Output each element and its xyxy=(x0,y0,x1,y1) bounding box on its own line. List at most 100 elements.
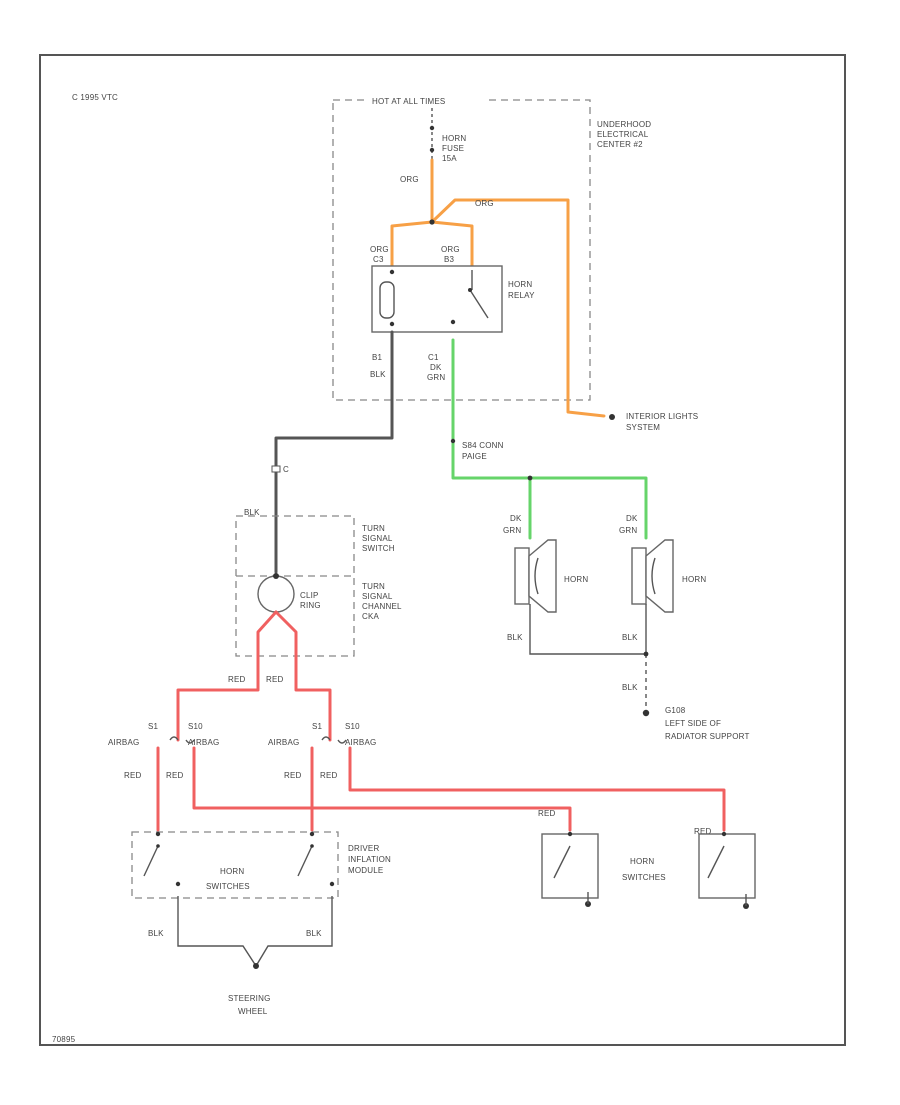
red-lower-2-label: RED xyxy=(166,771,184,780)
horn-switch-b-top-pin xyxy=(721,831,727,837)
horn-1-wire-label: DK GRN xyxy=(503,514,524,535)
diagram-code: 70895 xyxy=(52,1035,76,1044)
underhood-center-box xyxy=(332,99,591,401)
airbag-1-label: S1 AIRBAG xyxy=(108,722,161,747)
diagram-frame xyxy=(39,54,846,1046)
red-wire-right-upper xyxy=(274,610,332,742)
relay-coil-top-pin xyxy=(389,269,395,275)
airbag-4-connector xyxy=(337,739,347,744)
org-fuse-out-label: ORG xyxy=(400,175,419,184)
red-lower-1-label: RED xyxy=(124,771,142,780)
orange-wire-relay-right xyxy=(430,220,474,268)
red-wire-left-upper xyxy=(176,610,278,742)
relay-out-left-label: B1 BLK xyxy=(370,353,386,379)
horn-switches-label: HORN SWITCHES xyxy=(206,867,250,891)
blk-horn-2-label: BLK xyxy=(622,633,638,642)
steering-ground-dot xyxy=(253,963,259,969)
switch-right-pivot xyxy=(310,844,314,848)
red-switch-a-label: RED xyxy=(538,809,556,818)
airbag-4-label: S10 AIRBAG xyxy=(345,722,376,747)
airbag-2-connector xyxy=(185,739,195,744)
horn-1-diaphragm xyxy=(534,557,539,595)
horn-fuse-label: HORN FUSE 15A xyxy=(442,134,469,163)
relay-pin-left-label: ORG C3 xyxy=(370,245,391,264)
horn-2-bell xyxy=(645,539,674,613)
driver-inflation-label: DRIVER INFLATION MODULE xyxy=(348,844,393,875)
ground-terminal-dot xyxy=(642,709,650,717)
blk-horn-1-label: BLK xyxy=(507,633,523,642)
interior-lights-terminal xyxy=(609,414,615,420)
black-wire-relay-to-clip-ring xyxy=(274,330,394,574)
relay-out-right-label: C1 DK GRN xyxy=(427,353,445,382)
fuse-bottom-terminal xyxy=(429,147,435,153)
red-lower-4-label: RED xyxy=(320,771,338,780)
switch-right-top-pin xyxy=(309,831,315,837)
horn-2-label: HORN xyxy=(682,575,706,584)
horn-switch-b-arm xyxy=(707,845,725,879)
clip-ring-label: CLIP RING xyxy=(300,591,321,610)
turn-signal-switch-label: TURN SIGNAL SWITCH xyxy=(362,524,395,553)
horn-2-body xyxy=(631,547,647,605)
airbag-3-label: S1 AIRBAG xyxy=(268,722,325,747)
horn-switch-a-arm xyxy=(553,845,571,879)
horn-switch-a-top-pin xyxy=(567,831,573,837)
blk-steer-right-label: BLK xyxy=(306,929,322,938)
ground-junction-dot xyxy=(643,651,649,657)
splice-label: S84 CONN PAIGE xyxy=(462,441,506,461)
airbag-3-connector xyxy=(321,736,331,741)
driver-inflation-module-box xyxy=(131,831,339,899)
splice-dot xyxy=(450,438,456,444)
relay-switch-pivot xyxy=(468,288,472,292)
hot-at-all-times-label: HOT AT ALL TIMES xyxy=(372,97,445,106)
switch-left-pivot xyxy=(156,844,160,848)
black-wire-connector xyxy=(271,465,281,473)
switch-left-top-pin xyxy=(155,831,161,837)
ground-label: G108 LEFT SIDE OF RADIATOR SUPPORT xyxy=(665,706,750,741)
red-left-label: RED xyxy=(228,675,246,684)
blk-top-switch-label: BLK xyxy=(244,508,260,517)
steering-wheel-label: STEERING WHEEL xyxy=(228,994,273,1016)
relay-pin-right-label: ORG B3 xyxy=(441,245,462,264)
copyright-text: C 1995 VTC xyxy=(72,93,118,102)
horn-2-symbol xyxy=(631,539,674,613)
relay-coil xyxy=(379,281,395,319)
interior-lights-label: INTERIOR LIGHTS SYSTEM xyxy=(626,412,701,432)
hot-label-bg xyxy=(368,96,486,106)
relay-switch-arm xyxy=(469,289,489,319)
switch-right-bottom-pin xyxy=(329,881,335,887)
orange-wire-interior-lights xyxy=(430,198,606,418)
red-wire-horn-switch-a xyxy=(192,746,572,832)
horn-1-bell xyxy=(528,539,557,613)
horn-switch-a-body xyxy=(541,833,599,899)
turn-signal-channel-label: TURN SIGNAL CHANNEL CKA xyxy=(362,582,404,621)
red-lower-3-label: RED xyxy=(284,771,302,780)
horn-1-symbol xyxy=(514,539,557,613)
relay-output-pin xyxy=(450,319,456,325)
orange-splice-dot xyxy=(429,219,435,225)
horn-switch-b-body xyxy=(698,833,756,899)
switch-left-bottom-pin xyxy=(175,881,181,887)
clip-ring-symbol xyxy=(257,575,295,613)
orange-wire-relay-left xyxy=(390,220,434,268)
green-wire-horns xyxy=(451,338,648,540)
airbag-1-connector xyxy=(169,736,179,741)
clip-ring-top-terminal xyxy=(273,573,279,579)
switch-left-arm xyxy=(143,845,159,877)
horn-1-body xyxy=(514,547,530,605)
horn-switches-right-label: HORN SWITCHES xyxy=(622,857,666,882)
relay-coil-bottom-pin xyxy=(389,321,395,327)
horn-relay-label: HORN RELAY xyxy=(508,280,535,300)
horn-1-ground-wire xyxy=(529,604,646,655)
horn-1-label: HORN xyxy=(564,575,588,584)
red-switch-b-label: RED xyxy=(694,827,712,836)
horn-2-diaphragm xyxy=(651,557,656,595)
blk-connector-label: C xyxy=(283,465,289,474)
green-junction-dot xyxy=(527,475,533,481)
underhood-center-label: UNDERHOOD ELECTRICAL CENTER #2 xyxy=(597,120,654,149)
red-wire-horn-switch-b xyxy=(348,746,726,832)
horn-2-wire-label: DK GRN xyxy=(619,514,640,535)
switch-right-arm xyxy=(297,845,313,877)
blk-steer-left-label: BLK xyxy=(148,929,164,938)
